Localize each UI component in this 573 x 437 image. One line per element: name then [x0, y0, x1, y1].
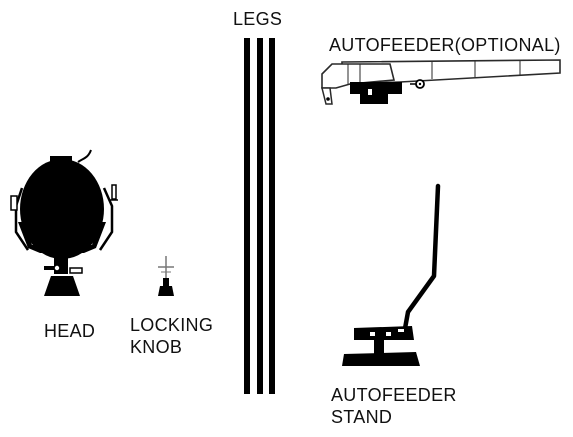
autofeeder-stand-label: AUTOFEEDER STAND [331, 384, 457, 428]
autofeeder-stand-icon [342, 183, 441, 366]
locking-knob-label-line2: KNOB [130, 337, 183, 357]
locking-knob-label: LOCKING KNOB [130, 314, 213, 358]
locking-knob-label-line1: LOCKING [130, 315, 214, 335]
spotlight-head-icon [10, 149, 118, 296]
autofeeder-stand-label-line1: AUTOFEEDER [331, 385, 457, 405]
autofeeder-arm-icon [321, 59, 561, 105]
head-label: HEAD [44, 321, 96, 341]
legs-label: LEGS [233, 9, 283, 29]
autofeeder-stand-label-line2: STAND [331, 407, 393, 427]
legs-icon [244, 38, 275, 394]
autofeeder-label: AUTOFEEDER(OPTIONAL) [329, 35, 561, 55]
locking-knob-icon [158, 256, 174, 296]
